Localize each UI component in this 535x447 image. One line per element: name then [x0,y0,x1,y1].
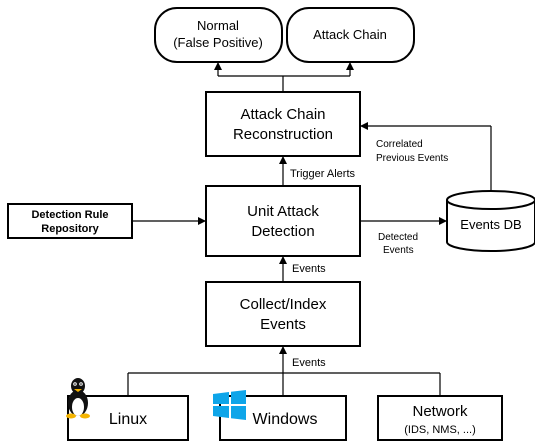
windows-logo-icon [213,390,246,420]
linux-source-box: Linux [67,395,189,441]
repository-line1: Detection Rule [31,209,108,221]
collect-index-events-box: Collect/Index Events [205,281,361,347]
events-lower-label: Events [292,357,326,369]
previous-events-label: Previous Events [376,153,448,164]
false-positive-label: (False Positive) [173,35,263,50]
reconstruction-line2: Reconstruction [233,126,333,143]
correlated-label: Correlated [376,139,423,150]
outcome-connectors [214,62,354,92]
detection-line1: Unit Attack [247,203,319,220]
windows-label: Windows [253,411,318,428]
collect-line1: Collect/Index [240,296,327,313]
trigger-alerts-label: Trigger Alerts [290,168,356,180]
attack-chain-label: Attack Chain [313,27,387,42]
collect-line2: Events [260,316,306,333]
linux-label: Linux [109,411,147,428]
normal-outcome-box: Normal (False Positive) [154,7,283,63]
detected-label: Detected [378,232,418,243]
linux-penguin-icon [66,378,90,419]
normal-label: Normal [197,18,239,33]
detection-line2: Detection [251,223,314,240]
attack-chain-reconstruction-box: Attack Chain Reconstruction [205,91,361,157]
unit-attack-detection-box: Unit Attack Detection [205,185,361,257]
repository-line2: Repository [41,223,99,235]
detection-rule-repository-box: Detection Rule Repository [7,203,133,239]
network-sublabel: (IDS, NMS, ...) [404,424,476,436]
network-label: Network [412,403,468,420]
events-db-label: Events DB [460,217,521,232]
attack-chain-outcome-box: Attack Chain [286,7,415,63]
source-connectors [127,346,441,396]
events-upper-label: Events [292,263,326,275]
detected-events-label: Events [383,245,414,256]
correlated-events-connector [360,122,492,191]
network-source-box: Network (IDS, NMS, ...) [377,395,503,441]
reconstruction-line1: Attack Chain [240,106,325,123]
events-db-cylinder: Events DB [446,190,535,252]
